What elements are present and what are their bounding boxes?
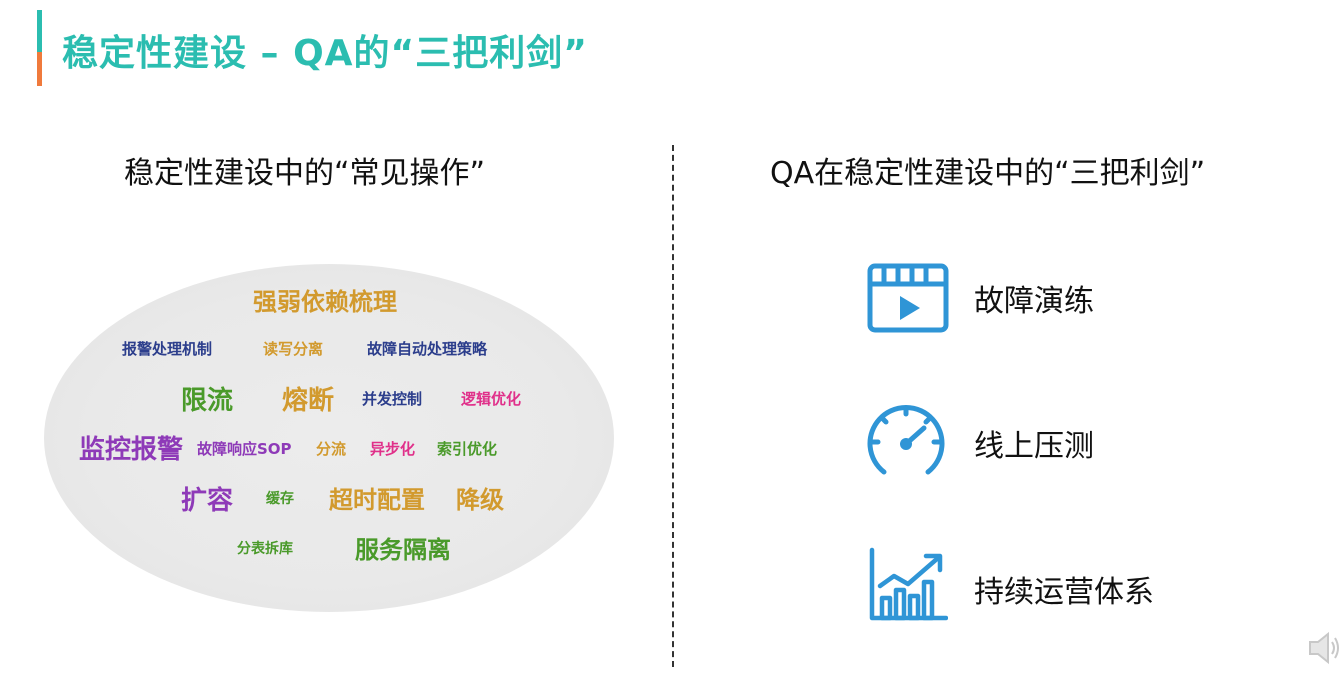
word-cloud-term: 降级	[456, 486, 504, 514]
feature-label: 线上压测	[974, 429, 1094, 464]
word-cloud-term: 扩容	[181, 486, 234, 516]
speedometer-icon	[867, 405, 945, 475]
word-cloud-term: 分流	[316, 440, 347, 458]
feature-label: 故障演练	[974, 284, 1094, 319]
slide-title: 稳定性建设 – QA的“三把利剑”	[62, 33, 588, 74]
right-heading: QA在稳定性建设中的“三把利剑”	[770, 156, 1206, 191]
word-cloud-term: 缓存	[266, 491, 294, 507]
word-cloud-term: 超时配置	[329, 486, 425, 514]
word-cloud-term: 服务隔离	[355, 536, 451, 564]
word-cloud-term: 故障响应SOP	[197, 440, 292, 458]
video-clapper-icon	[867, 263, 949, 333]
word-cloud-term: 熔断	[282, 386, 335, 416]
left-heading: 稳定性建设中的“常见操作”	[124, 156, 486, 191]
word-cloud-term: 限流	[181, 386, 234, 416]
word-cloud-term: 强弱依赖梳理	[253, 288, 397, 316]
word-cloud-term: 并发控制	[362, 390, 423, 408]
word-cloud-term: 报警处理机制	[122, 340, 213, 358]
word-cloud-term: 故障自动处理策略	[367, 340, 488, 358]
growth-chart-icon	[869, 547, 948, 621]
word-cloud-term: 分表拆库	[237, 541, 293, 557]
word-cloud-term: 异步化	[370, 440, 416, 458]
title-accent-bar	[37, 10, 42, 86]
word-cloud-term: 监控报警	[79, 435, 184, 465]
dashed-divider	[672, 145, 674, 667]
word-cloud-term: 索引优化	[437, 440, 498, 458]
word-cloud-term: 逻辑优化	[461, 390, 522, 408]
speaker-icon[interactable]	[1308, 628, 1342, 668]
feature-label: 持续运营体系	[974, 575, 1154, 610]
word-cloud-term: 读写分离	[263, 340, 324, 358]
word-cloud-background	[44, 264, 614, 612]
